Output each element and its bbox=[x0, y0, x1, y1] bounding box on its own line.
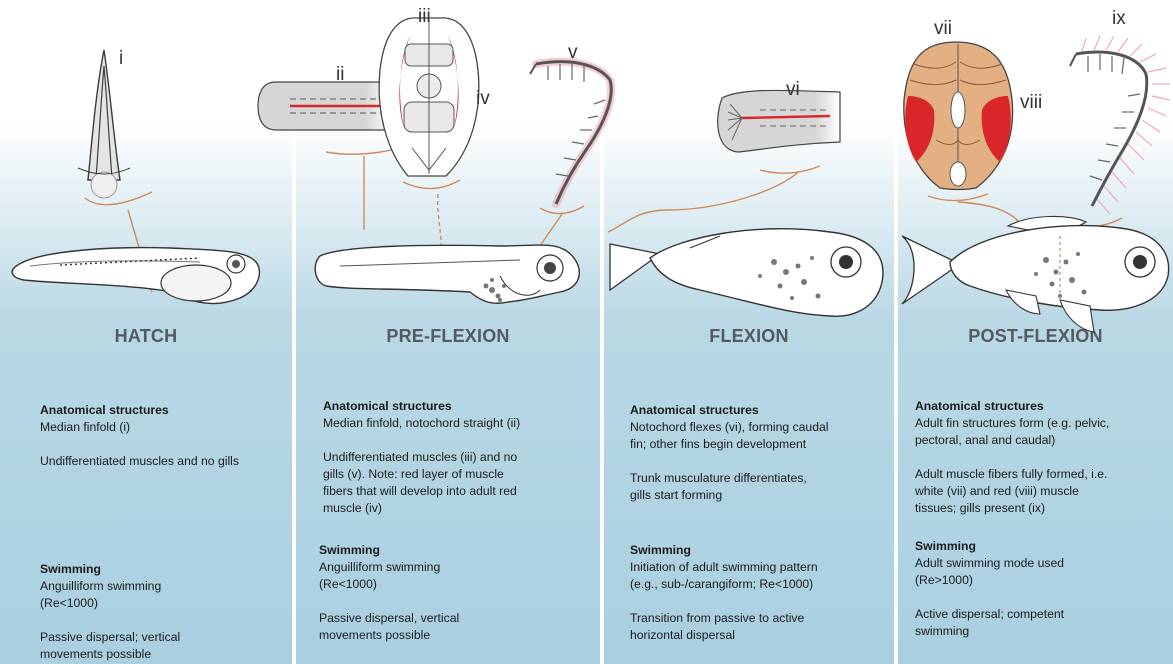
pre-flexion-larva bbox=[315, 245, 579, 303]
post-flexion-anatomy-extra: white (vii) and red (viii) muscle bbox=[915, 483, 1170, 500]
post-flexion-gill-arch bbox=[1070, 36, 1170, 214]
post-flexion-anatomy-line: pectoral, anal and caudal) bbox=[915, 432, 1170, 449]
post-flexion-bracket-vii bbox=[928, 194, 988, 201]
post-flexion-fish bbox=[902, 216, 1169, 332]
label-iv: iv bbox=[476, 88, 490, 109]
flexion-larva bbox=[610, 229, 883, 317]
label-iii: iii bbox=[418, 6, 431, 27]
hatch-swimming-line: Anguilliform swimming bbox=[40, 578, 280, 595]
hatch-swimming: Swimming Anguilliform swimming (Re<1000)… bbox=[40, 561, 280, 663]
flexion-anatomy-line: fin; other fins begin development bbox=[630, 436, 890, 453]
hatch-swimming-heading: Swimming bbox=[40, 561, 280, 578]
pre-flexion-anatomy: Anatomical structures Median finfold, no… bbox=[323, 398, 593, 517]
post-flexion-swimming-re: (Re>1000) bbox=[915, 572, 1170, 589]
flexion-notochord-figure bbox=[718, 90, 840, 152]
pre-flexion-swimming-line: Anguilliform swimming bbox=[319, 559, 589, 576]
pre-flexion-muscle-section bbox=[379, 18, 479, 176]
pre-flexion-bracket-iii bbox=[403, 180, 460, 189]
label-viii: viii bbox=[1020, 92, 1042, 113]
flexion-swimming-line: (e.g., sub-/carangiform; Re<1000) bbox=[630, 576, 890, 593]
post-flexion-anatomy: Anatomical structures Adult fin structur… bbox=[915, 398, 1170, 517]
flexion-anatomy-line: Notochord flexes (vi), forming caudal bbox=[630, 419, 890, 436]
hatch-swimming-extra: movements possible bbox=[40, 646, 280, 663]
hatch-anatomy: Anatomical structures Median finfold (i)… bbox=[40, 402, 280, 470]
flexion-bracket bbox=[760, 166, 820, 173]
pre-flexion-anatomy-extra: fibers that will develop into adult red bbox=[323, 483, 593, 500]
flexion-swimming-heading: Swimming bbox=[630, 542, 890, 559]
hatch-larva bbox=[12, 248, 259, 304]
label-i: i bbox=[119, 48, 123, 69]
pre-flexion-anatomy-heading: Anatomical structures bbox=[323, 398, 593, 415]
pre-flexion-bracket-ii bbox=[326, 148, 400, 154]
hatch-finfold-figure bbox=[78, 50, 130, 198]
hatch-anatomy-line: Median finfold (i) bbox=[40, 419, 280, 436]
pre-flexion-anatomy-line: Median finfold, notochord straight (ii) bbox=[323, 415, 593, 432]
flexion-swimming: Swimming Initiation of adult swimming pa… bbox=[630, 542, 890, 644]
pre-flexion-swimming: Swimming Anguilliform swimming (Re<1000)… bbox=[319, 542, 589, 644]
pre-flexion-swimming-extra: movements possible bbox=[319, 627, 589, 644]
post-flexion-muscle-section bbox=[904, 42, 1013, 190]
label-vi: vi bbox=[786, 79, 800, 100]
flexion-anatomy-extra: gills start forming bbox=[630, 487, 890, 504]
post-flexion-swimming-line: Adult swimming mode used bbox=[915, 555, 1170, 572]
flexion-swimming-line: Initiation of adult swimming pattern bbox=[630, 559, 890, 576]
flexion-swimming-extra: horizontal dispersal bbox=[630, 627, 890, 644]
hatch-anatomy-heading: Anatomical structures bbox=[40, 402, 280, 419]
pre-flexion-swimming-extra: Passive dispersal, vertical bbox=[319, 610, 589, 627]
post-flexion-swimming-extra: Active dispersal; competent bbox=[915, 606, 1170, 623]
label-v: v bbox=[568, 42, 578, 63]
post-flexion-swimming-heading: Swimming bbox=[915, 538, 1170, 555]
post-flexion-anatomy-line: Adult fin structures form (e.g. pelvic, bbox=[915, 415, 1170, 432]
pre-flexion-swimming-heading: Swimming bbox=[319, 542, 589, 559]
pre-flexion-notochord-figure bbox=[258, 82, 392, 130]
post-flexion-anatomy-heading: Anatomical structures bbox=[915, 398, 1170, 415]
hatch-swimming-re: (Re<1000) bbox=[40, 595, 280, 612]
pre-flexion-swimming-re: (Re<1000) bbox=[319, 576, 589, 593]
pre-flexion-anatomy-extra: Undifferentiated muscles (iii) and no bbox=[323, 449, 593, 466]
flexion-anatomy-heading: Anatomical structures bbox=[630, 402, 890, 419]
pre-flexion-anatomy-extra: muscle (iv) bbox=[323, 500, 593, 517]
post-flexion-anatomy-extra: Adult muscle fibers fully formed, i.e. bbox=[915, 466, 1170, 483]
pre-flexion-gill-arch bbox=[530, 62, 611, 204]
flexion-anatomy: Anatomical structures Notochord flexes (… bbox=[630, 402, 890, 504]
label-ix: ix bbox=[1112, 8, 1126, 29]
flexion-swimming-extra: Transition from passive to active bbox=[630, 610, 890, 627]
flexion-anatomy-extra: Trunk musculature differentiates, bbox=[630, 470, 890, 487]
hatch-anatomy-extra: Undifferentiated muscles and no gills bbox=[40, 453, 280, 470]
label-vii: vii bbox=[934, 18, 952, 39]
hatch-swimming-extra: Passive dispersal; vertical bbox=[40, 629, 280, 646]
flexion-leader bbox=[608, 172, 798, 232]
post-flexion-anatomy-extra: tissues; gills present (ix) bbox=[915, 500, 1170, 517]
post-flexion-swimming: Swimming Adult swimming mode used (Re>10… bbox=[915, 538, 1170, 640]
label-ii: ii bbox=[336, 64, 344, 85]
pre-flexion-bracket-v bbox=[540, 206, 584, 214]
pre-flexion-anatomy-extra: gills (v). Note: red layer of muscle bbox=[323, 466, 593, 483]
post-flexion-swimming-extra: swimming bbox=[915, 623, 1170, 640]
